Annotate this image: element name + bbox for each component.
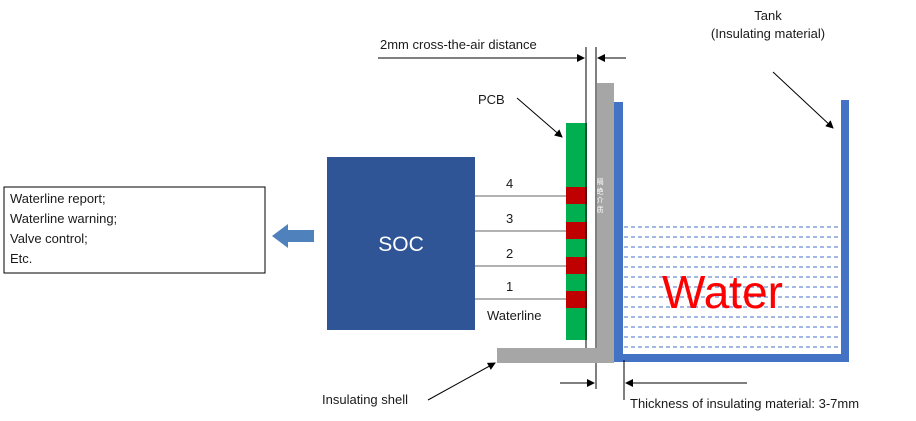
pcb-label: PCB [478,92,505,107]
tank-subtitle: (Insulating material) [711,26,825,41]
insulating-shell-base [497,348,614,363]
water-label: Water [662,266,783,318]
soc-block [327,157,475,330]
thickness-label: Thickness of insulating material: 3-7mm [630,396,859,411]
pcb-pad-2 [566,257,587,274]
tank-title: Tank [754,8,782,23]
output-arrow-icon [272,224,314,248]
output-box [3,186,266,274]
tank-wall-left [614,102,623,362]
line-number-1: 1 [506,279,513,294]
line-number-2: 2 [506,246,513,261]
insulation-vertical-text: 隔 绝 介 质 [596,177,604,214]
insulating-shell-label: Insulating shell [322,392,408,407]
waterline-label: Waterline [487,308,541,323]
output-line-3: Valve control; [10,231,88,246]
line-number-4: 4 [506,176,513,191]
pcb-pointer-arrow [516,97,563,138]
insulating-shell-wall [597,83,614,348]
cross-air-label: 2mm cross-the-air distance [380,37,537,52]
line-number-3: 3 [506,211,513,226]
output-line-2: Waterline warning; [10,211,117,226]
pcb-pad-1 [566,291,587,308]
tank-pointer-arrow [772,71,834,129]
soc-label: SOC [378,233,424,256]
pcb-pad-3 [566,222,587,239]
output-line-1: Waterline report; [10,191,106,206]
pcb-pad-4 [566,187,587,204]
output-line-4: Etc. [10,251,32,266]
shell-pointer-arrow [427,362,496,401]
tank-bottom [614,354,849,362]
water-lines [624,226,840,348]
tank-wall-right [841,100,849,362]
